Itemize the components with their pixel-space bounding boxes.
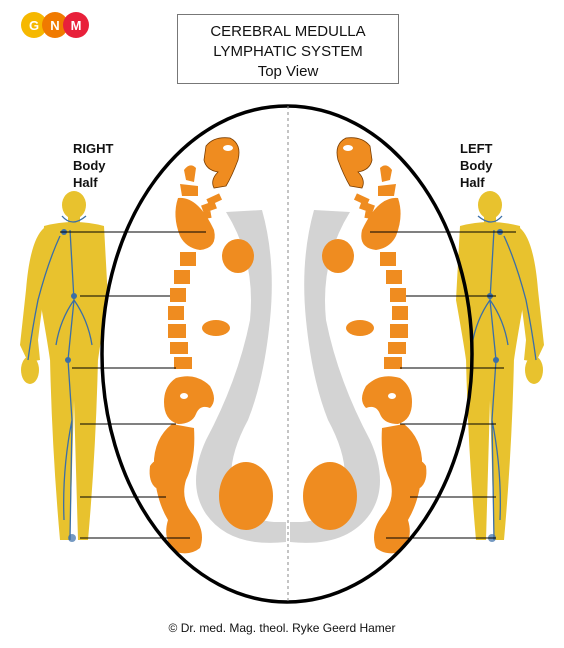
left-label-line-2: Body (460, 158, 493, 173)
title-line-1: CEREBRAL MEDULLA (210, 23, 366, 40)
right-label-line-2: Body (73, 158, 106, 173)
copyright-text: © Dr. med. Mag. theol. Ryke Geerd Hamer (168, 621, 396, 635)
right-body-half-label: RIGHT Body Half (73, 140, 113, 191)
brain-outline (100, 104, 474, 604)
logo-letter-m: M (63, 12, 89, 38)
left-label-line-3: Half (460, 175, 485, 190)
left-body-half-label: LEFT Body Half (460, 140, 493, 191)
right-label-line-1: RIGHT (73, 141, 114, 156)
gnm-logo: G N M (21, 12, 89, 40)
right-body-figure (19, 190, 109, 543)
title-line-2: LYMPHATIC SYSTEM (213, 43, 363, 60)
title-line-3: Top View (257, 63, 319, 80)
right-label-line-3: Half (73, 175, 98, 190)
left-body-figure (455, 190, 545, 543)
title-box: CEREBRAL MEDULLA LYMPHATIC SYSTEM Top Vi… (177, 14, 399, 84)
left-label-line-1: LEFT (460, 141, 493, 156)
